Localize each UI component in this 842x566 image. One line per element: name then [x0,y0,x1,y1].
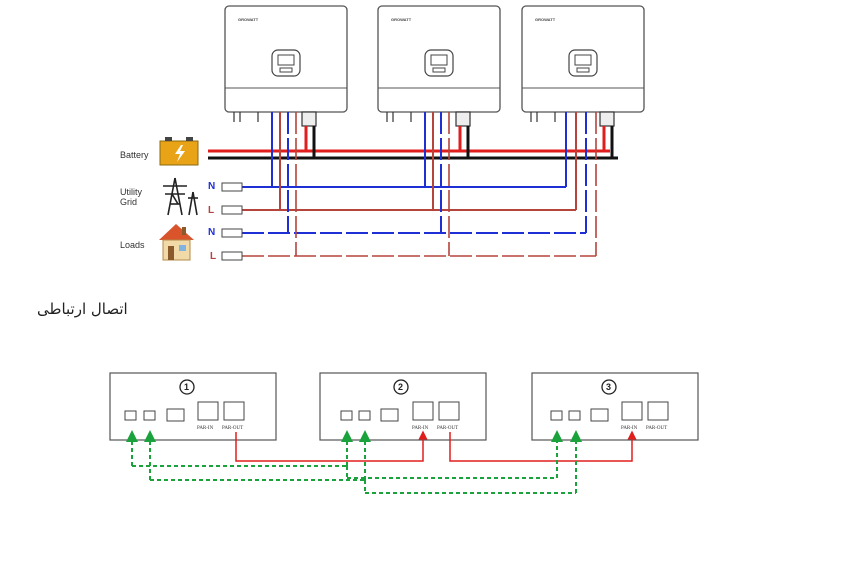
inverter-terminals-3 [530,111,615,127]
unit-number-circle-2 [393,379,409,395]
current-share-port-3 [550,408,609,422]
rj45-ports-3 [621,401,669,421]
utility-tower-icon [163,177,198,216]
parallel-cable-2-3 [449,430,637,462]
par-out-label-1: PAR-OUT [222,426,244,431]
utility-line-wire [242,112,577,211]
unit-number-circle-3 [601,379,617,395]
unit-number-1: 1 [184,382,190,392]
battery-icon [159,137,199,166]
par-out-label-3: PAR-OUT [646,426,668,431]
load-n-label: N [208,227,216,238]
comm-unit-2 [319,372,487,441]
inverter-2 [377,5,501,127]
inverter-3 [521,5,645,127]
current-share-port-2 [340,408,399,422]
inverter-terminals-1 [233,111,317,127]
unit-number-circle-1 [179,379,195,395]
unit-number-3: 3 [606,382,612,392]
utility-neutral-wire [242,112,567,188]
section-title: اتصال ارتباطی [37,300,128,318]
rj45-ports-1 [197,401,245,421]
load-line-wire [242,112,597,257]
loads-label: Loads [120,240,145,250]
connector-plugs [221,182,243,261]
battery-positive-bus [208,126,610,153]
load-l-label: L [210,251,217,262]
inverter-brand-3: GROWATT [535,17,556,22]
utility-grid-label: Utility Grid [120,187,142,207]
par-in-label-3: PAR-IN [621,426,638,431]
comm-unit-3 [531,372,699,441]
par-out-label-2: PAR-OUT [437,426,459,431]
par-in-label-1: PAR-IN [197,426,214,431]
battery-negative-bus [208,126,618,160]
utility-n-label: N [208,181,216,192]
battery-label: Battery [120,150,149,160]
inverter-terminals-2 [386,111,471,127]
inverter-brand-1: GROWATT [238,17,259,22]
inverter-1 [224,5,348,127]
par-in-label-2: PAR-IN [412,426,429,431]
rj45-ports-2 [412,401,460,421]
unit-number-2: 2 [398,382,404,392]
inverter-brand-2: GROWATT [391,17,412,22]
parallel-cable-1-2 [235,430,428,462]
utility-l-label: L [208,205,215,216]
current-share-port-1 [124,408,185,422]
load-neutral-wire [242,112,587,234]
loads-house-icon [159,224,194,261]
current-share-cables [126,430,582,494]
